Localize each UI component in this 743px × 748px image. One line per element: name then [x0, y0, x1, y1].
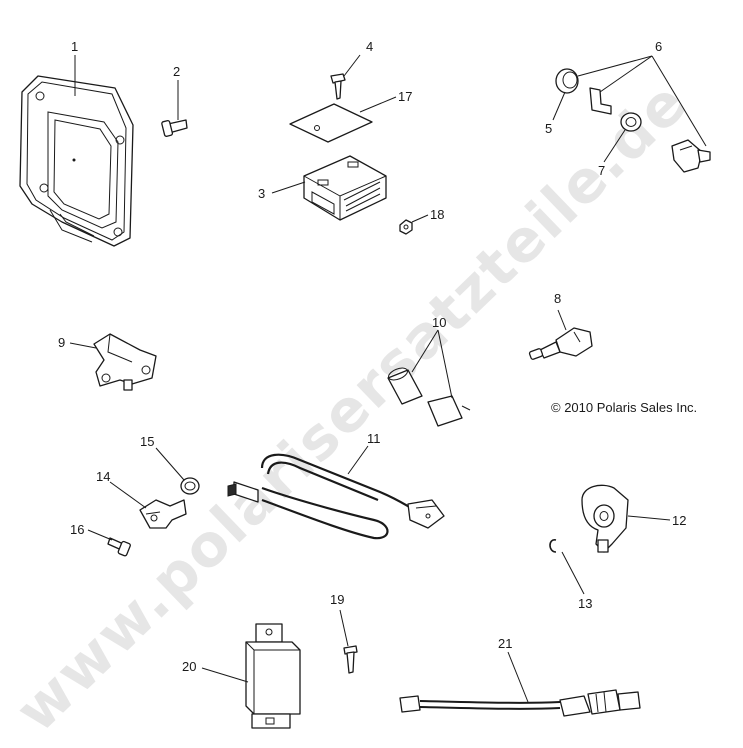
- part-6-bracket[interactable]: [589, 87, 612, 115]
- callout-label: 1: [71, 39, 78, 54]
- part-17-cover[interactable]: [289, 103, 373, 143]
- part-1-ecu[interactable]: [19, 75, 134, 247]
- part-4-screw[interactable]: [330, 73, 346, 100]
- callout-12: 12: [627, 513, 686, 528]
- callout-2: 2: [173, 64, 180, 120]
- callout-label: 9: [58, 335, 65, 350]
- callout-label: 4: [366, 39, 373, 54]
- callout-label: 17: [398, 89, 412, 104]
- callout-label: 2: [173, 64, 180, 79]
- callout-label: 5: [545, 121, 552, 136]
- callout-label: 10: [432, 315, 446, 330]
- part-10-fuses[interactable]: [387, 366, 471, 427]
- part-3-module[interactable]: [303, 155, 387, 221]
- callout-label: 15: [140, 434, 154, 449]
- callout-1: 1: [71, 39, 78, 96]
- part-20-relay[interactable]: [245, 623, 301, 729]
- callout-14: 14: [96, 469, 147, 509]
- part-13-clip[interactable]: [549, 539, 557, 553]
- part-5-grommet[interactable]: [555, 68, 579, 94]
- callout-label: 16: [70, 522, 84, 537]
- callout-11: 11: [347, 431, 381, 475]
- callout-7: 7: [598, 129, 626, 178]
- callout-label: 3: [258, 186, 265, 201]
- callout-16: 16: [70, 522, 113, 541]
- callout-18: 18: [411, 207, 444, 223]
- callout-5: 5: [545, 91, 566, 136]
- part-8-temp-sensor[interactable]: [528, 327, 593, 360]
- part-7-ring[interactable]: [620, 112, 642, 132]
- callout-label: 13: [578, 596, 592, 611]
- part-21-cable[interactable]: [399, 689, 641, 717]
- callout-label: 6: [655, 39, 662, 54]
- part-14-sensor[interactable]: [139, 499, 187, 529]
- callout-10: 10: [411, 315, 453, 399]
- callout-17: 17: [359, 89, 412, 113]
- callout-label: 12: [672, 513, 686, 528]
- part-12-knock-sensor[interactable]: [581, 484, 629, 553]
- part-6-sensor[interactable]: [671, 139, 711, 173]
- callout-label: 14: [96, 469, 110, 484]
- part-16-bolt[interactable]: [107, 537, 131, 557]
- part-19-bolt[interactable]: [343, 645, 358, 674]
- callout-label: 20: [182, 659, 196, 674]
- callout-9: 9: [58, 335, 97, 350]
- part-2-bolt[interactable]: [161, 119, 188, 137]
- callout-15: 15: [140, 434, 185, 481]
- callout-4: 4: [343, 39, 373, 77]
- callout-21: 21: [498, 636, 529, 703]
- callout-20: 20: [182, 659, 249, 683]
- callout-label: 19: [330, 592, 344, 607]
- part-9-map-sensor[interactable]: [93, 333, 157, 391]
- callout-label: 7: [598, 163, 605, 178]
- part-18-nut[interactable]: [399, 219, 413, 235]
- callout-3: 3: [258, 181, 306, 201]
- callout-label: 8: [554, 291, 561, 306]
- callout-13: 13: [561, 551, 592, 611]
- copyright-text: © 2010 Polaris Sales Inc.: [551, 400, 697, 415]
- part-15-o-ring[interactable]: [180, 477, 200, 495]
- part-11-harness[interactable]: [227, 453, 445, 540]
- callout-label: 18: [430, 207, 444, 222]
- callout-label: 21: [498, 636, 512, 651]
- callout-8: 8: [554, 291, 567, 331]
- callout-19: 19: [330, 592, 349, 647]
- callout-label: 11: [367, 431, 381, 446]
- callout-6: 6: [577, 39, 707, 147]
